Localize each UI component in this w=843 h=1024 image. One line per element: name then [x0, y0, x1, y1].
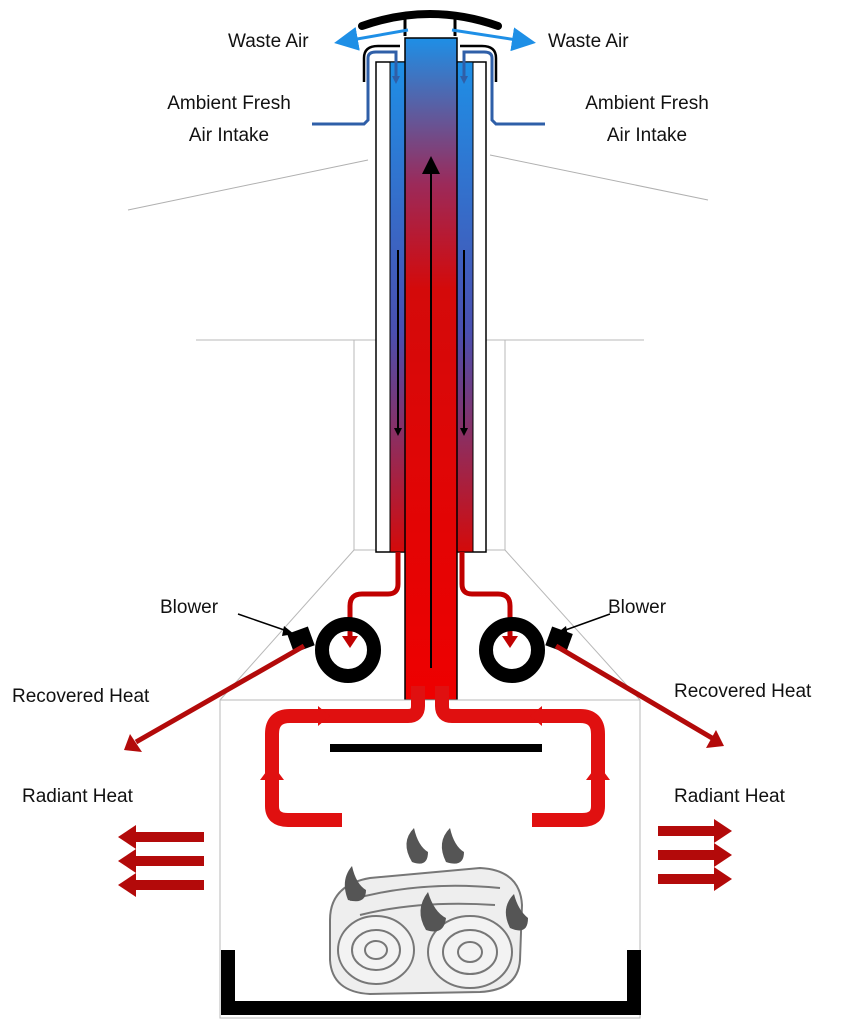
- chimney-cap: [358, 10, 502, 30]
- blower-left: [287, 617, 381, 683]
- blower-feed-arrowheads: [342, 636, 518, 648]
- label-fresh-air-right: Ambient Fresh Air Intake: [585, 93, 709, 146]
- blower-pointer-heads: [282, 626, 568, 636]
- logs-illustration: [329, 866, 524, 996]
- waste-air-arrows: [334, 27, 536, 52]
- flue-arrowheads: [394, 156, 468, 436]
- baffle-plate: [330, 744, 542, 752]
- flue-flow-arrows: [397, 172, 465, 668]
- label-radiant-heat-left: Radiant Heat: [22, 786, 133, 807]
- blower-feed-ducts: [347, 552, 513, 640]
- label-blower-left: Blower: [160, 597, 219, 618]
- recovered-heat-arrows: [134, 643, 714, 745]
- firebox: [219, 699, 641, 1019]
- firebox-floor: [221, 950, 641, 1015]
- recovered-heat-arrowheads: [124, 730, 724, 752]
- label-blower-right: Blower: [608, 597, 667, 618]
- hood-curl-left: [362, 44, 400, 82]
- label-waste-air-left: Waste Air: [228, 31, 309, 52]
- label-recovered-heat-right: Recovered Heat: [674, 681, 812, 702]
- flames: [344, 828, 528, 932]
- intake-down-arrows: [392, 76, 468, 84]
- combustion-flow-path: [265, 686, 605, 827]
- label-fresh-air-left: Ambient Fresh Air Intake: [167, 93, 291, 146]
- hood-curl-right: [460, 44, 498, 82]
- radiant-heat-right-arrows: [658, 819, 732, 891]
- radiant-heat-left-arrows: [118, 825, 204, 897]
- label-waste-air-right: Waste Air: [548, 31, 629, 52]
- blower-pointers: [237, 613, 611, 633]
- fresh-air-intake-ducts: [312, 50, 545, 126]
- label-radiant-heat-right: Radiant Heat: [674, 786, 785, 807]
- label-recovered-heat-left: Recovered Heat: [12, 686, 150, 707]
- flow-arrowheads: [260, 706, 610, 780]
- roof-lines: [127, 154, 709, 211]
